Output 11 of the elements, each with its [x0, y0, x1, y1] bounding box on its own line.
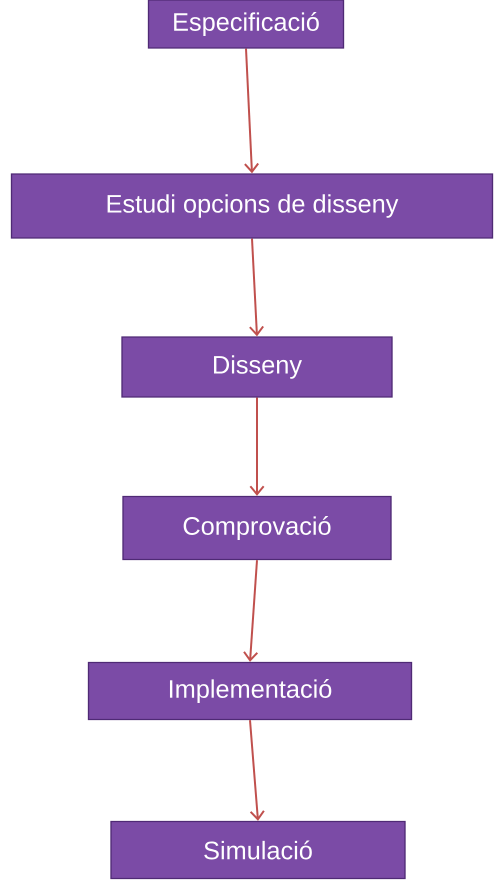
arrow	[249, 238, 264, 336]
arrow	[244, 48, 259, 174]
process-box: Disseny	[121, 336, 393, 398]
process-box: Estudi opcions de disseny	[10, 173, 494, 239]
process-box: Especificació	[148, 0, 344, 49]
process-box: Comprovació	[122, 496, 392, 560]
arrow	[249, 720, 265, 821]
arrow	[250, 398, 264, 496]
process-box: Simulació	[110, 820, 406, 880]
arrow	[243, 560, 258, 662]
process-box: Implementació	[88, 662, 412, 720]
